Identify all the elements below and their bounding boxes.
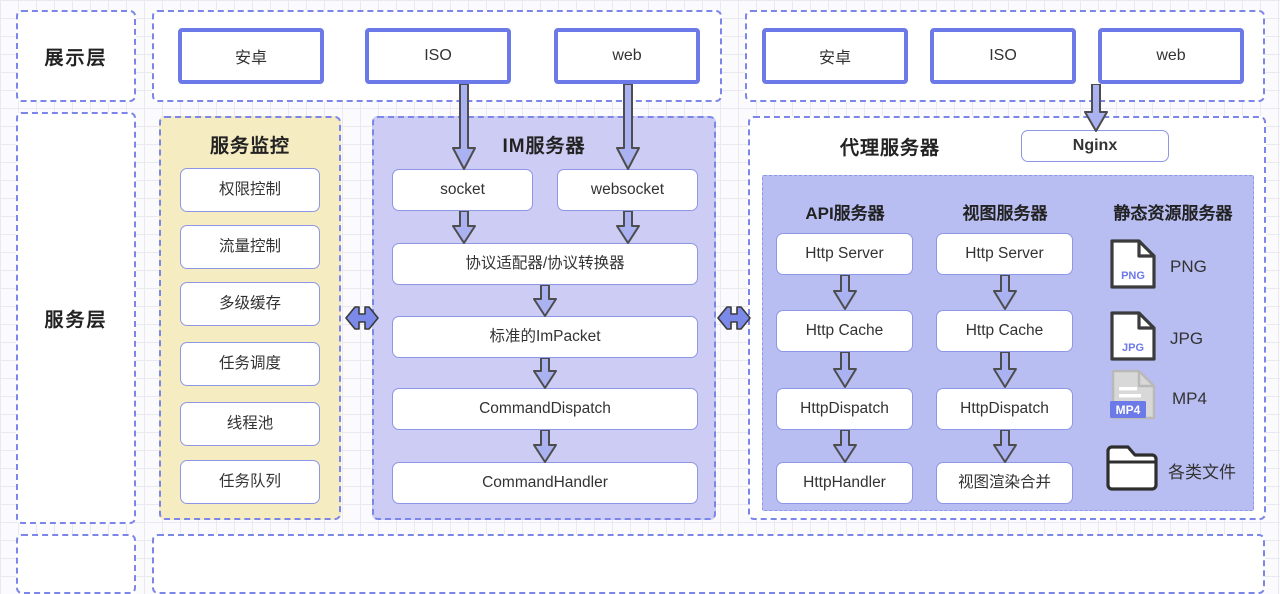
im-server-title: IM服务器 [372,128,716,160]
static-server-column-title: 静态资源服务器 [1088,198,1258,224]
folder-icon [1104,443,1166,498]
layer-label-service-text: 服务层 [44,309,108,331]
item-label: 任务调度 [218,354,281,372]
static-file-row-png[interactable]: PNG PNG [1108,238,1207,295]
client-label: web [1156,47,1186,64]
node-label: 视图渲染合并 [957,473,1051,491]
service-monitor-item-1[interactable]: 流量控制 [180,225,320,269]
client-label: 安卓 [818,50,851,67]
im-node-protocol-adapter[interactable]: 协议适配器/协议转换器 [392,243,698,285]
static-file-label-png: PNG [1170,256,1207,276]
item-label: 任务队列 [218,472,281,490]
node-label: HttpDispatch [960,399,1049,417]
service-monitor-item-5[interactable]: 任务队列 [180,460,320,504]
api-node-http-server[interactable]: Http Server [776,233,913,275]
item-label: 线程池 [226,414,274,432]
node-label: Http Server [965,244,1044,262]
api-server-column-title: API服务器 [778,198,912,224]
im-node-websocket[interactable]: websocket [557,169,698,211]
node-label: Http Cache [965,321,1044,339]
client-node-android-left[interactable]: 安卓 [178,28,324,84]
column-title-text: 视图服务器 [962,203,1048,223]
item-label: 多级缓存 [218,294,281,312]
node-label: HttpHandler [803,473,886,491]
service-monitor-item-0[interactable]: 权限控制 [180,168,320,212]
static-file-row-mp4[interactable]: MP4 MP4 [1108,368,1207,429]
mp4-file-icon: MP4 [1108,368,1160,429]
node-label: Http Server [805,244,884,262]
jpg-icon-badge-text: JPG [1122,342,1144,354]
service-monitor-title-text: 服务监控 [209,135,290,157]
node-label: 协议适配器/协议转换器 [465,254,625,272]
node-label: CommandHandler [482,473,608,491]
static-file-label-mp4: MP4 [1172,388,1207,408]
item-label: 权限控制 [218,180,281,198]
service-monitor-item-2[interactable]: 多级缓存 [180,282,320,326]
node-label: Nginx [1072,137,1118,155]
mp4-icon-badge-text: MP4 [1116,403,1141,417]
service-monitor-item-4[interactable]: 线程池 [180,402,320,446]
im-node-socket[interactable]: socket [392,169,533,211]
api-node-http-cache[interactable]: Http Cache [776,310,913,352]
client-label: ISO [989,47,1017,64]
im-node-command-dispatch[interactable]: CommandDispatch [392,388,698,430]
view-node-http-server[interactable]: Http Server [936,233,1073,275]
node-label: websocket [590,180,665,198]
client-node-iso-left[interactable]: ISO [365,28,511,84]
client-label: web [612,47,642,64]
im-node-impacket[interactable]: 标准的ImPacket [392,316,698,358]
client-node-web-left[interactable]: web [554,28,700,84]
node-label: socket [440,180,485,198]
layer-label-service: 服务层 [16,112,136,524]
static-file-label-folder: 各类文件 [1168,463,1236,482]
node-label: HttpDispatch [800,399,889,417]
im-server-title-text: IM服务器 [502,135,586,157]
static-file-row-jpg[interactable]: JPG JPG [1108,310,1203,367]
node-label: 标准的ImPacket [489,327,601,345]
nginx-node[interactable]: Nginx [1021,130,1169,162]
view-node-http-dispatch[interactable]: HttpDispatch [936,388,1073,430]
service-monitor-item-3[interactable]: 任务调度 [180,342,320,386]
layer-row-3-label-container [16,534,136,594]
node-label: CommandDispatch [479,399,611,417]
layer-label-presentation-text: 展示层 [44,47,108,69]
view-node-render-merge[interactable]: 视图渲染合并 [936,462,1073,504]
column-title-text: 静态资源服务器 [1113,203,1233,223]
png-file-icon: PNG [1108,238,1158,295]
item-label: 流量控制 [218,237,281,255]
client-node-iso-right[interactable]: ISO [930,28,1076,84]
service-monitor-title: 服务监控 [159,128,341,160]
api-node-http-dispatch[interactable]: HttpDispatch [776,388,913,430]
jpg-file-icon: JPG [1108,310,1158,367]
view-server-column-title: 视图服务器 [938,198,1072,224]
png-icon-badge-text: PNG [1121,270,1145,282]
static-file-row-folder[interactable]: 各类文件 [1104,443,1236,498]
layer-label-presentation: 展示层 [16,10,136,102]
client-node-android-right[interactable]: 安卓 [762,28,908,84]
column-title-text: API服务器 [805,203,885,223]
client-node-web-right[interactable]: web [1098,28,1244,84]
api-node-http-handler[interactable]: HttpHandler [776,462,913,504]
view-node-http-cache[interactable]: Http Cache [936,310,1073,352]
proxy-server-title-text: 代理服务器 [839,137,940,159]
static-file-label-jpg: JPG [1170,328,1204,348]
layer-row-3-content-container [152,534,1265,594]
node-label: Http Cache [805,321,884,339]
proxy-server-title: 代理服务器 [790,131,990,161]
client-label: 安卓 [234,50,267,67]
connector-im-to-proxy [717,306,751,330]
im-node-command-handler[interactable]: CommandHandler [392,462,698,504]
client-label: ISO [424,47,452,64]
